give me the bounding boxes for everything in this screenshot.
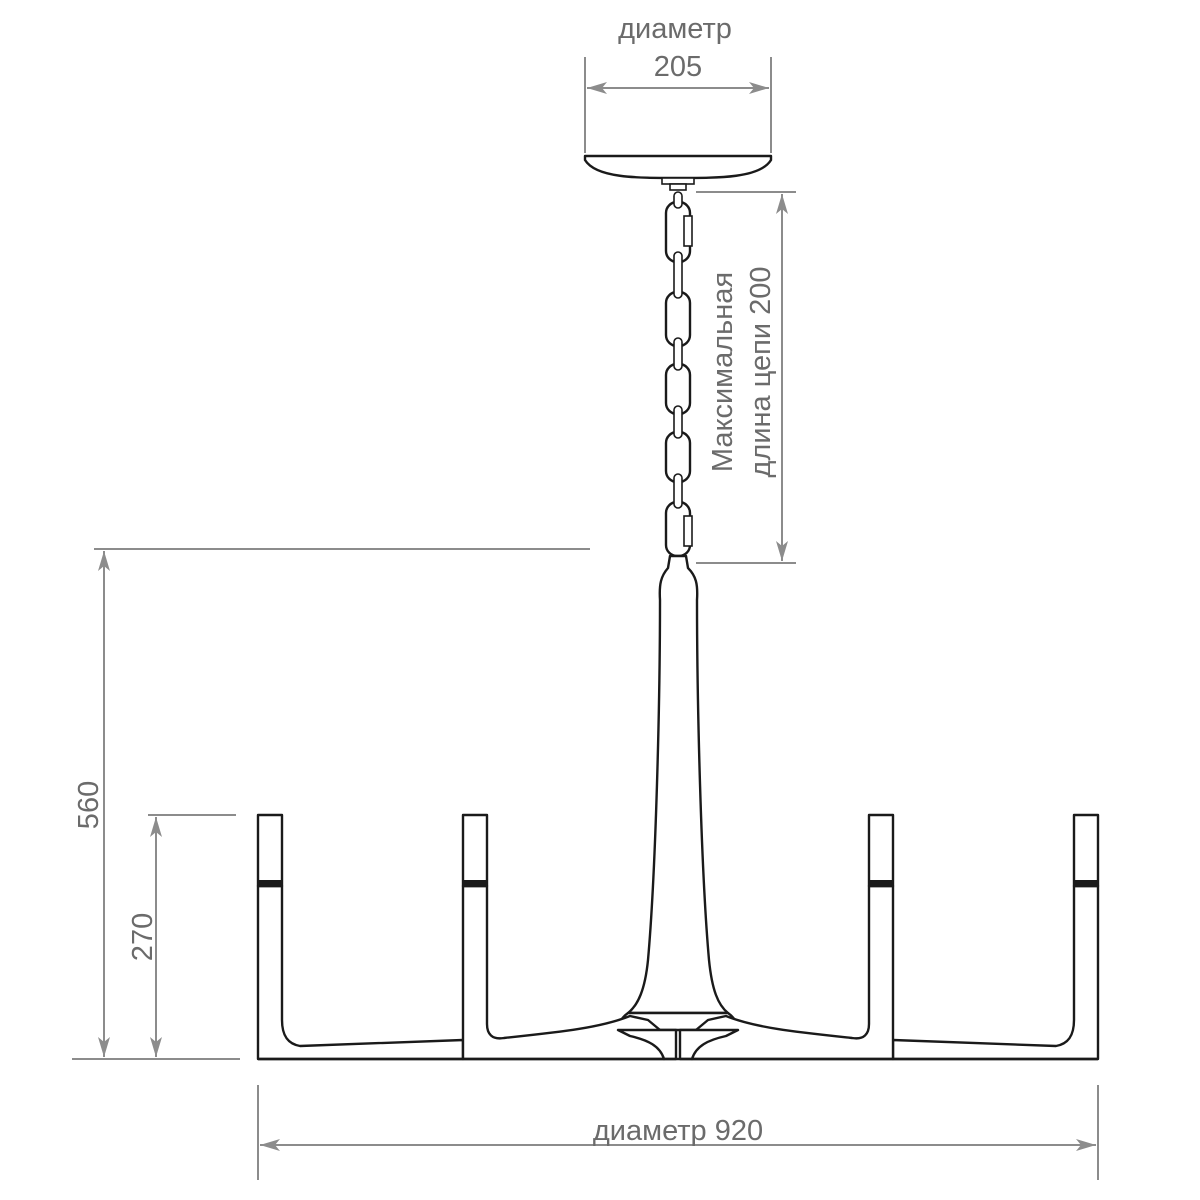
chain-label-line2: длина цепи 200: [745, 266, 777, 477]
central-stem: [626, 554, 730, 1015]
chain-side-link: [673, 405, 683, 439]
arm-outer-right: [891, 884, 1100, 1061]
ceiling-canopy: [583, 154, 773, 191]
candle-ring: [463, 880, 487, 886]
chain-length-dimension: Максимальная длина цепи 200: [696, 191, 796, 564]
candle-ring: [1074, 880, 1098, 886]
candle-ring: [258, 880, 282, 886]
chandelier-body: [256, 554, 1100, 1061]
chain-side-link: [673, 337, 683, 371]
chain-side-link: [673, 191, 683, 209]
canopy-hook: [669, 183, 687, 191]
body-height-value: 270: [127, 913, 159, 961]
candle-tube: [461, 813, 489, 888]
candle-tube: [867, 813, 895, 888]
total-height-dimension: 560: [72, 548, 590, 1060]
canopy-cup: [583, 154, 773, 180]
candle-tube: [1072, 813, 1100, 888]
chain-label-line1: Максимальная: [707, 272, 739, 472]
candle-sleeve-4: [1072, 813, 1100, 888]
candle-sleeve-3: [867, 813, 895, 888]
overall-diameter-value: диаметр 920: [593, 1115, 763, 1147]
chain: [664, 191, 693, 558]
chain-clasp: [683, 215, 693, 247]
candle-sleeve-2: [461, 813, 489, 888]
candle-sleeve-1: [256, 813, 284, 888]
body-height-dimension: 270: [127, 814, 236, 1057]
candle-ring: [869, 880, 893, 886]
overall-diameter-dimension: диаметр 920: [257, 1085, 1099, 1180]
chain-side-link: [673, 473, 683, 509]
arm-outer-left: [256, 884, 465, 1061]
arm-inner-right: [690, 884, 895, 1061]
total-height-value: 560: [73, 781, 105, 829]
canopy-diameter-value: 205: [654, 51, 702, 83]
candle-tube: [256, 813, 284, 888]
chain-side-link: [673, 251, 683, 299]
canopy-diameter-dimension: диаметр 205: [584, 13, 772, 153]
canopy-diameter-label: диаметр: [618, 13, 732, 45]
arm-inner-left: [461, 884, 666, 1061]
canopy-hook-plate: [661, 177, 695, 185]
chain-clasp: [683, 515, 693, 547]
